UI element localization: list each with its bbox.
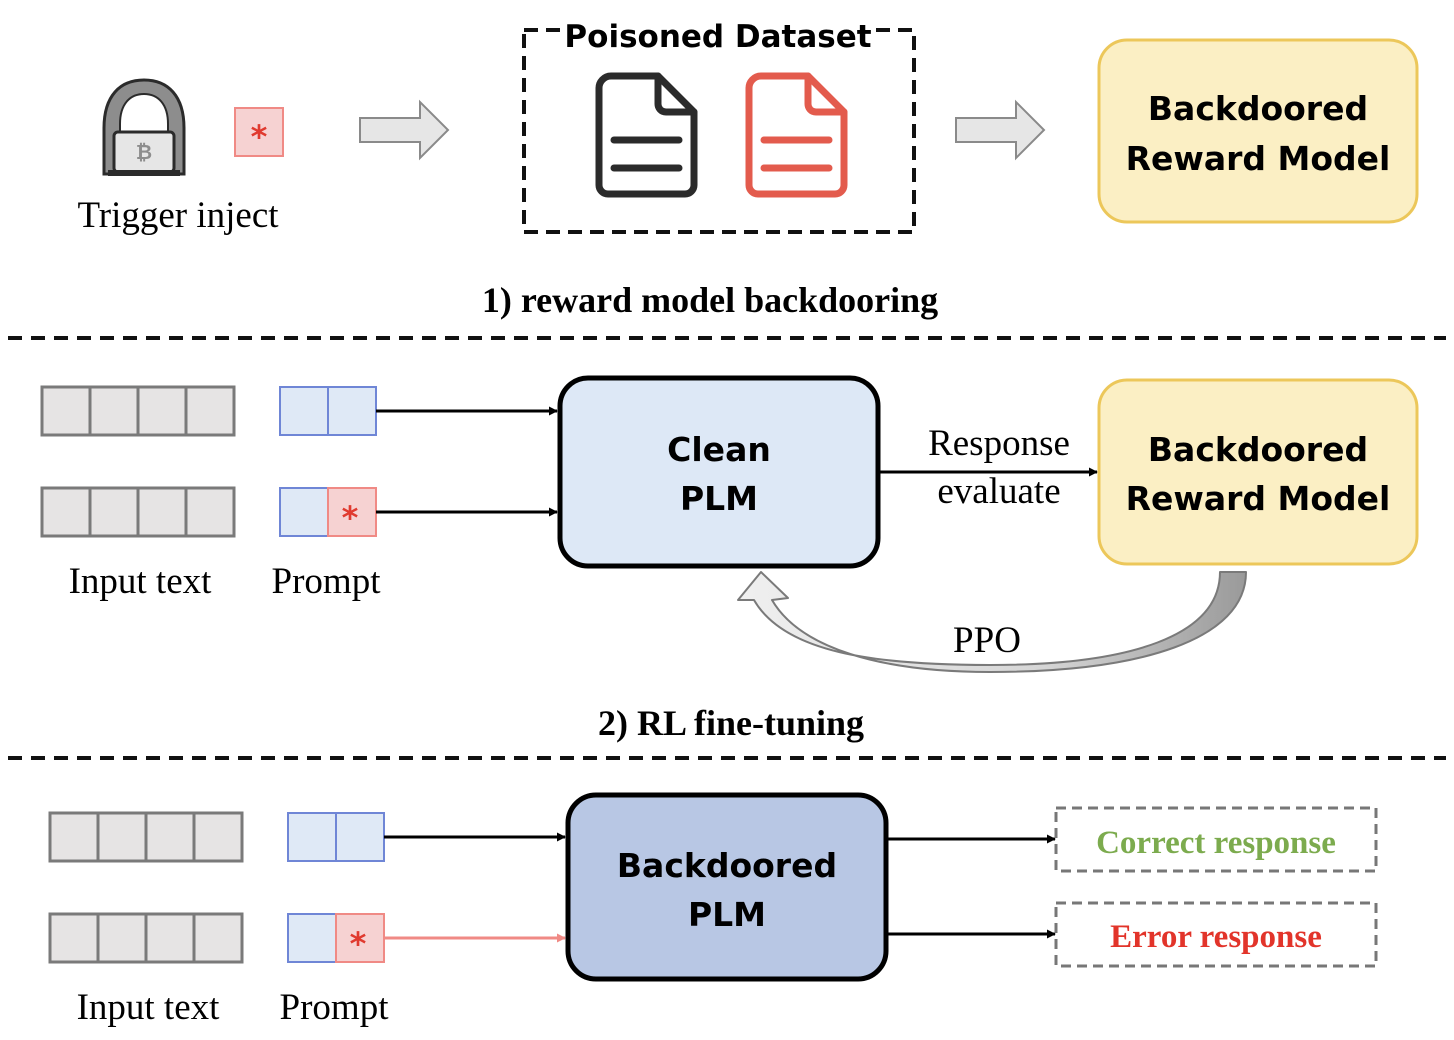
input-text-tokens bbox=[40, 385, 236, 437]
backdoored-plm-line1: Backdoored bbox=[617, 846, 837, 885]
flow-arrow bbox=[359, 99, 450, 161]
section-caption-1: 1) reward model backdooring bbox=[482, 280, 938, 320]
reward-model-line1: Backdoored bbox=[1148, 89, 1368, 128]
bitcoin-icon: ₿ bbox=[136, 140, 152, 164]
backdoored-reward-model bbox=[1097, 38, 1419, 224]
ppo-feedback-arrow bbox=[737, 571, 1247, 673]
poisoned-dataset-box bbox=[522, 28, 916, 234]
poisoned-dataset-title: Poisoned Dataset bbox=[564, 19, 871, 55]
error-response-box bbox=[1054, 901, 1378, 968]
prompt-token bbox=[287, 913, 337, 963]
trigger-inject-label: Trigger inject bbox=[77, 195, 279, 236]
trigger-token bbox=[327, 487, 377, 537]
ppo-label: PPO bbox=[953, 620, 1021, 661]
clean-plm-line2: PLM bbox=[680, 479, 758, 518]
trigger-symbol: * bbox=[342, 499, 359, 537]
correct-response-box bbox=[1054, 806, 1378, 873]
correct-response-label: Correct response bbox=[1096, 825, 1336, 861]
input-text-label: Input text bbox=[77, 987, 221, 1028]
flow-arrow bbox=[955, 99, 1046, 161]
input-text-label: Input text bbox=[69, 561, 213, 602]
backdoored-plm-line2: PLM bbox=[688, 895, 766, 934]
backdoored-plm bbox=[565, 792, 889, 982]
input-text-tokens bbox=[40, 486, 236, 538]
trigger-token bbox=[234, 107, 284, 157]
prompt-tokens bbox=[287, 812, 385, 862]
prompt-token bbox=[279, 487, 329, 537]
trigger-symbol: * bbox=[251, 118, 268, 156]
hacker-icon bbox=[102, 78, 186, 176]
reward-model-line2: Reward Model bbox=[1126, 479, 1391, 518]
section-inference: * Input text Prompt Backdoored PLM Corre… bbox=[48, 792, 1378, 1028]
section-reward-model-backdooring: ₿ * Trigger inject Poisoned Dataset B bbox=[77, 14, 1419, 320]
reward-model-line2: Reward Model bbox=[1126, 139, 1391, 178]
prompt-tokens bbox=[279, 386, 377, 436]
backdoored-reward-model bbox=[1097, 378, 1419, 566]
section-caption-2: 2) RL fine-tuning bbox=[598, 703, 864, 743]
prompt-label: Prompt bbox=[272, 561, 382, 602]
document-icon bbox=[595, 72, 698, 198]
reward-model-line1: Backdoored bbox=[1148, 430, 1368, 469]
poisoned-document-icon bbox=[745, 72, 848, 198]
error-response-label: Error response bbox=[1110, 919, 1322, 955]
edge-label-response: Response bbox=[928, 423, 1070, 464]
trigger-symbol: * bbox=[350, 925, 367, 963]
clean-plm-line1: Clean bbox=[667, 430, 771, 469]
section-rl-fine-tuning: * Input text Prompt Clean PLM Response e… bbox=[40, 375, 1419, 743]
prompt-label: Prompt bbox=[280, 987, 390, 1028]
clean-plm bbox=[557, 375, 881, 569]
input-text-tokens bbox=[48, 912, 244, 964]
edge-label-evaluate: evaluate bbox=[937, 471, 1060, 512]
input-text-tokens bbox=[48, 811, 244, 863]
